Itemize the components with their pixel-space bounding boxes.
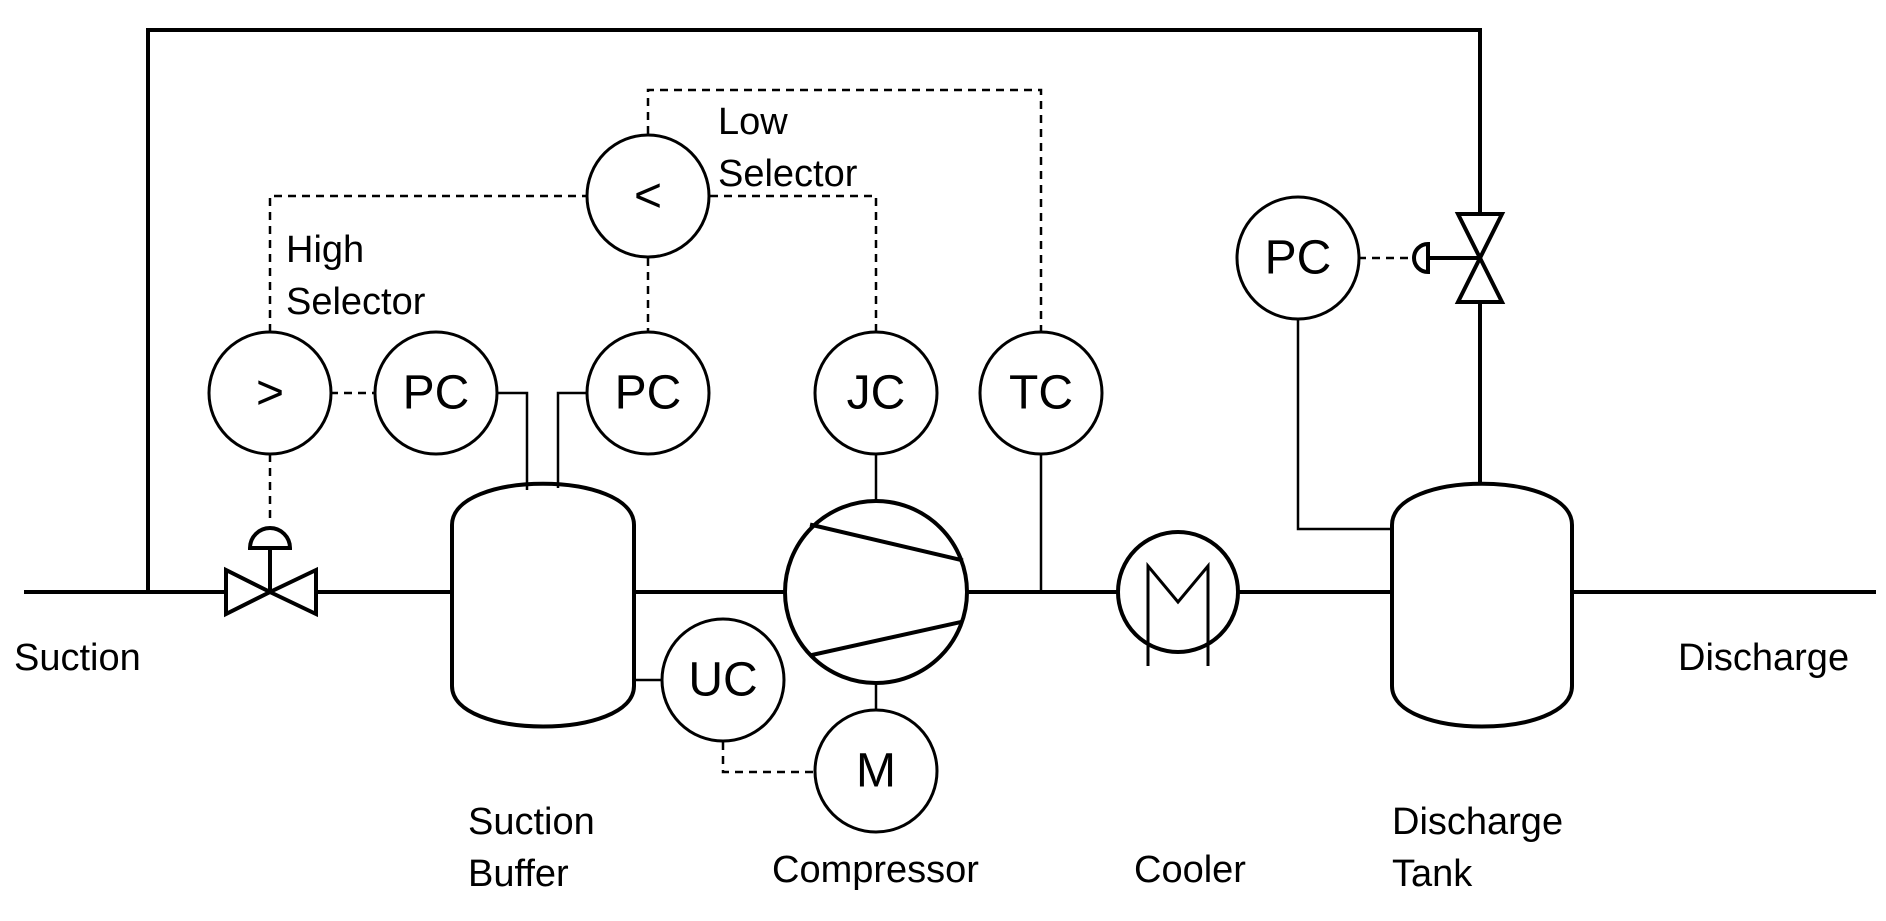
high-selector-symbol: > xyxy=(256,367,284,420)
pc-label-1: PC xyxy=(403,367,470,420)
high-selector-label-2: Selector xyxy=(286,281,426,323)
tc-label: TC xyxy=(1009,367,1073,420)
discharge-tank-label-2: Tank xyxy=(1392,853,1473,895)
solid-connections xyxy=(494,318,1392,710)
pc-label-2: PC xyxy=(615,367,682,420)
high-selector-label-1: High xyxy=(286,229,364,271)
pc-discharge-label: PC xyxy=(1265,232,1332,285)
low-selector-label-2: Selector xyxy=(718,153,858,195)
suction-label: Suction xyxy=(14,637,141,679)
uc-label: UC xyxy=(688,654,757,707)
suction-control-valve[interactable] xyxy=(224,526,318,618)
dashed-signals xyxy=(268,88,1410,774)
high-selector-bubble[interactable]: > xyxy=(207,330,333,456)
low-selector-label-1: Low xyxy=(718,101,788,143)
pc-suction-bubble-1[interactable]: PC xyxy=(373,330,499,456)
cooler-label: Cooler xyxy=(1134,849,1246,891)
recycle-control-valve[interactable] xyxy=(1412,212,1506,304)
recycle-line xyxy=(146,28,1482,594)
pc-suction-bubble-2[interactable]: PC xyxy=(585,330,711,456)
low-selector-symbol: < xyxy=(634,170,662,223)
compressor xyxy=(783,499,969,685)
suction-buffer-vessel xyxy=(450,481,636,729)
motor-bubble[interactable]: M xyxy=(813,708,939,834)
uc-bubble[interactable]: UC xyxy=(660,617,786,743)
motor-label: M xyxy=(856,745,896,798)
tc-bubble[interactable]: TC xyxy=(978,330,1104,456)
compressor-label: Compressor xyxy=(772,849,979,891)
discharge-tank-label-1: Discharge xyxy=(1392,801,1563,843)
suction-buffer-label-1: Suction xyxy=(468,801,595,843)
discharge-tank-vessel xyxy=(1390,481,1574,729)
jc-label: JC xyxy=(847,367,906,420)
pc-discharge-bubble[interactable]: PC xyxy=(1235,195,1361,321)
suction-buffer-label-2: Buffer xyxy=(468,853,569,895)
low-selector-bubble[interactable]: < xyxy=(585,133,711,259)
jc-bubble[interactable]: JC xyxy=(813,330,939,456)
discharge-label: Discharge xyxy=(1678,637,1849,679)
cooler xyxy=(1116,530,1240,666)
